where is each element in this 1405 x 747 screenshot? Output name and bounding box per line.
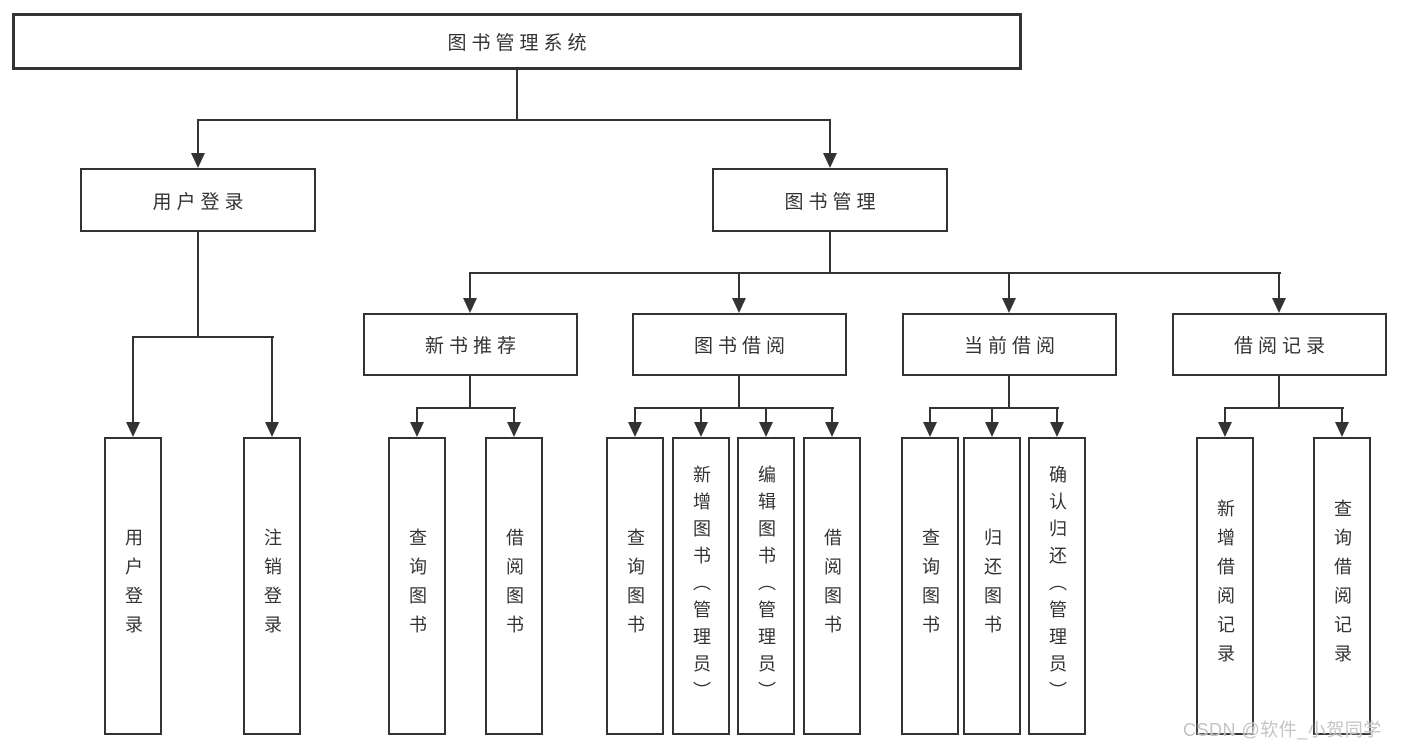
node-query-books-borrowing-label: 查询图书 — [625, 528, 645, 644]
node-root-label: 图书管理系统 — [447, 33, 592, 54]
connector-line — [1341, 407, 1343, 424]
node-login: 用户登录 — [104, 437, 162, 735]
arrow-down-icon — [923, 422, 937, 437]
node-edit-book-admin: 编辑图书（管理员） — [737, 437, 795, 735]
arrow-down-icon — [191, 153, 205, 168]
node-confirm-return-admin-label: 确认归还（管理员） — [1047, 464, 1067, 708]
arrow-down-icon — [1335, 422, 1349, 437]
arrow-down-icon — [1218, 422, 1232, 437]
node-confirm-return-admin: 确认归还（管理员） — [1028, 437, 1086, 735]
arrow-down-icon — [1272, 298, 1286, 313]
node-add-borrow-record: 新增借阅记录 — [1196, 437, 1254, 735]
connector-line — [132, 336, 274, 338]
csdn-watermark: CSDN @软件_小贺同学 — [1183, 720, 1382, 740]
arrow-down-icon — [410, 422, 424, 437]
connector-line — [1008, 376, 1010, 409]
node-query-books-current: 查询图书 — [901, 437, 959, 735]
node-query-borrow-record-label: 查询借阅记录 — [1332, 499, 1352, 673]
arrow-down-icon — [759, 422, 773, 437]
connector-line — [197, 119, 199, 155]
connector-line — [1278, 376, 1280, 409]
node-root: 图书管理系统 — [12, 13, 1022, 70]
arrow-down-icon — [823, 153, 837, 168]
node-query-borrow-record: 查询借阅记录 — [1313, 437, 1371, 735]
node-add-book-admin: 新增图书（管理员） — [672, 437, 730, 735]
connector-line — [1008, 272, 1010, 299]
connector-line — [831, 407, 833, 424]
node-borrow-books-borrowing-label: 借阅图书 — [822, 528, 842, 644]
node-book-borrowing: 图书借阅 — [632, 313, 847, 376]
connector-line — [1224, 407, 1226, 424]
node-login-label: 用户登录 — [123, 528, 143, 644]
connector-line — [271, 336, 273, 424]
node-query-books-current-label: 查询图书 — [920, 528, 940, 644]
connector-line — [1056, 407, 1058, 424]
connector-line — [738, 272, 740, 299]
node-borrow-books-borrowing: 借阅图书 — [803, 437, 861, 735]
arrow-down-icon — [126, 422, 140, 437]
connector-line — [197, 232, 199, 338]
arrow-down-icon — [1050, 422, 1064, 437]
node-logout: 注销登录 — [243, 437, 301, 735]
connector-line — [829, 119, 831, 155]
node-add-book-admin-label: 新增图书（管理员） — [691, 464, 711, 708]
node-borrow-records: 借阅记录 — [1172, 313, 1387, 376]
node-query-books-recommend: 查询图书 — [388, 437, 446, 735]
node-user-login: 用户登录 — [80, 168, 316, 232]
node-query-books-recommend-label: 查询图书 — [407, 528, 427, 644]
connector-line — [516, 69, 518, 120]
connector-line — [197, 119, 831, 121]
connector-line — [469, 272, 1281, 274]
node-add-borrow-record-label: 新增借阅记录 — [1215, 499, 1235, 673]
connector-line — [634, 407, 636, 424]
arrow-down-icon — [694, 422, 708, 437]
node-book-management-label: 图书管理 — [784, 191, 881, 213]
node-borrow-records-label: 借阅记录 — [1233, 336, 1330, 357]
node-new-book-recommendation-label: 新书推荐 — [424, 336, 521, 357]
connector-line — [829, 232, 831, 274]
connector-line — [1224, 407, 1344, 409]
connector-line — [929, 407, 1059, 409]
node-edit-book-admin-label: 编辑图书（管理员） — [756, 464, 776, 708]
connector-line — [738, 376, 740, 409]
arrow-down-icon — [985, 422, 999, 437]
node-return-book-label: 归还图书 — [982, 528, 1002, 644]
node-new-book-recommendation: 新书推荐 — [363, 313, 578, 376]
connector-line — [513, 407, 515, 424]
node-logout-label: 注销登录 — [262, 528, 282, 644]
node-book-management: 图书管理 — [712, 168, 948, 232]
connector-line — [634, 407, 834, 409]
connector-line — [700, 407, 702, 424]
node-current-borrowing-label: 当前借阅 — [963, 336, 1060, 357]
arrow-down-icon — [825, 422, 839, 437]
connector-line — [469, 376, 471, 409]
node-borrow-books-recommend: 借阅图书 — [485, 437, 543, 735]
node-query-books-borrowing: 查询图书 — [606, 437, 664, 735]
connector-line — [416, 407, 516, 409]
connector-line — [991, 407, 993, 424]
connector-line — [1278, 272, 1280, 299]
connector-line — [765, 407, 767, 424]
arrow-down-icon — [463, 298, 477, 313]
arrow-down-icon — [1002, 298, 1016, 313]
arrow-down-icon — [628, 422, 642, 437]
node-book-borrowing-label: 图书借阅 — [693, 336, 790, 357]
node-user-login-label: 用户登录 — [152, 191, 249, 213]
connector-line — [132, 336, 134, 424]
connector-line — [416, 407, 418, 424]
node-borrow-books-recommend-label: 借阅图书 — [504, 528, 524, 644]
arrow-down-icon — [732, 298, 746, 313]
node-current-borrowing: 当前借阅 — [902, 313, 1117, 376]
connector-line — [469, 272, 471, 299]
node-return-book: 归还图书 — [963, 437, 1021, 735]
connector-line — [929, 407, 931, 424]
arrow-down-icon — [265, 422, 279, 437]
arrow-down-icon — [507, 422, 521, 437]
